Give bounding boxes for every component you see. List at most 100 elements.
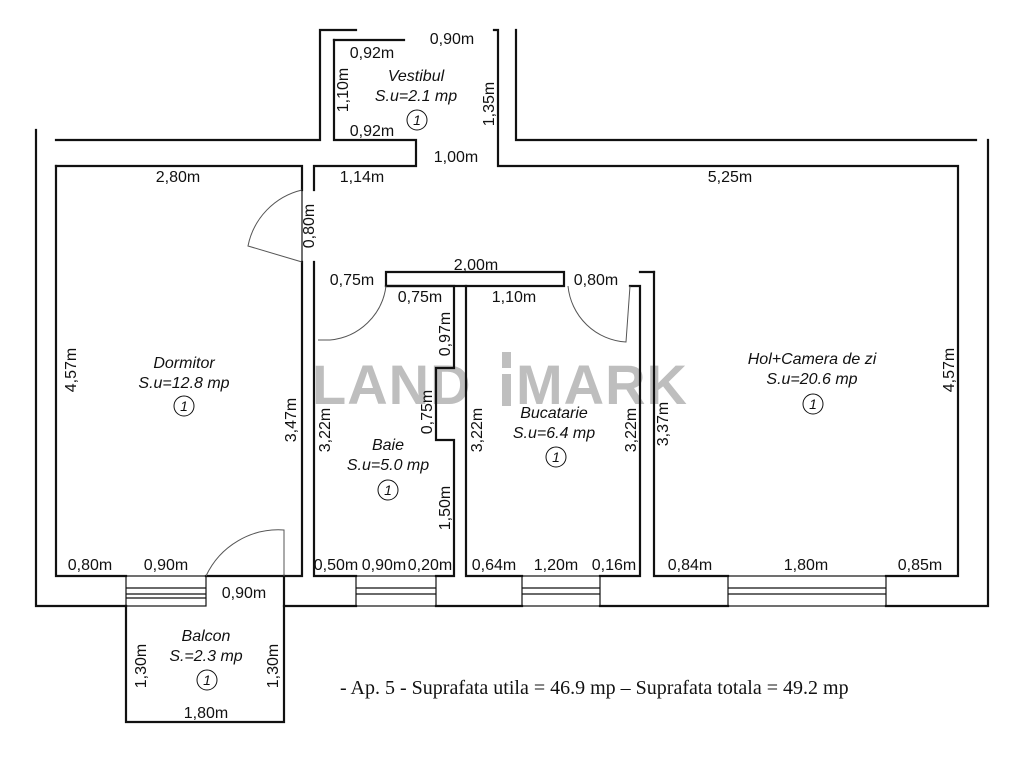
dim-label: 2,80m: [156, 169, 200, 186]
room-name: Dormitor: [153, 355, 215, 372]
room-name: Balcon: [182, 628, 231, 645]
wall-outer-right: [884, 138, 990, 608]
dim-label: 4,57m: [941, 348, 958, 392]
dim-label: 1,00m: [434, 149, 478, 166]
door-bucatarie: [567, 285, 631, 343]
room-name: Baie: [372, 437, 404, 454]
dimensions: 0,90m 0,92m 1,10m 0,92m 1,35m 1,00m 1,14…: [63, 31, 958, 722]
dim-label: 0,97m: [437, 312, 454, 356]
window-bucatarie: [521, 575, 601, 607]
room-area: S.u=5.0 mp: [347, 457, 429, 474]
room-number: 1: [180, 398, 188, 414]
wall-outer-top-right: [514, 28, 978, 142]
dim-label: 0,75m: [330, 272, 374, 289]
dim-label: 5,25m: [708, 169, 752, 186]
room-name: Hol+Camera de zi: [748, 351, 877, 368]
dim-label: 3,22m: [623, 408, 640, 452]
window-dormitor: [125, 575, 207, 607]
dim-label: 3,37m: [655, 402, 672, 446]
watermark-left: LAND: [312, 353, 472, 416]
room-name: Bucatarie: [520, 405, 588, 422]
wall-dormitor-top: [54, 164, 304, 192]
room-number-circle: [406, 109, 428, 131]
room-vestibul: Vestibul S.u=2.1 mp 1: [375, 68, 457, 131]
room-area: S.u=6.4 mp: [513, 425, 595, 442]
room-name: Vestibul: [388, 68, 445, 85]
watermark-bar: [502, 374, 511, 406]
window-hol: [727, 575, 887, 607]
dim-label: 0,75m: [419, 390, 436, 434]
dim-label: 0,16m: [592, 557, 636, 574]
room-number: 1: [384, 482, 392, 498]
room-area: S.u=12.8 mp: [138, 375, 229, 392]
wall-baie-right: [384, 284, 456, 578]
dim-label: 0,75m: [398, 289, 442, 306]
wall-vestibul-right: [492, 28, 960, 578]
dim-label: 0,90m: [362, 557, 406, 574]
door-baie: [318, 285, 387, 341]
dim-label: 1,20m: [534, 557, 578, 574]
doors: [205, 189, 631, 577]
door-dormitor: [247, 189, 303, 263]
dim-label: 1,30m: [265, 644, 282, 688]
wall-bottom-1: [282, 574, 358, 608]
room-number-circle: [173, 395, 195, 417]
wall-vestibul-left: [312, 38, 418, 192]
watermark: LAND MARK: [312, 352, 688, 416]
room-number-circle: [196, 669, 218, 691]
dim-label: 0,85m: [898, 557, 942, 574]
wall-buc-left: [464, 284, 524, 578]
dim-label: 1,80m: [784, 557, 828, 574]
wall-balcon: [124, 604, 286, 724]
dim-label: 1,14m: [340, 169, 384, 186]
dim-label: 0,90m: [144, 557, 188, 574]
room-bucatarie: Bucatarie S.u=6.4 mp 1: [513, 405, 595, 468]
dim-label: 0,80m: [68, 557, 112, 574]
wall-buc-right: [598, 284, 642, 578]
room-number-circle: [545, 446, 567, 468]
wall-hol-left: [652, 270, 730, 578]
watermark-right: MARK: [516, 353, 688, 416]
wall-dorm-right: [204, 260, 304, 578]
wall-kitchen-top: [384, 270, 566, 288]
room-area: S.u=2.1 mp: [375, 88, 457, 105]
dim-label: 0,20m: [408, 557, 452, 574]
dim-label: 1,80m: [184, 705, 228, 722]
dim-label: 0,80m: [301, 204, 318, 248]
door-balcon: [205, 529, 285, 577]
dim-label: 2,00m: [454, 257, 498, 274]
room-number: 1: [413, 112, 421, 128]
room-dormitor: Dormitor S.u=12.8 mp 1: [138, 355, 230, 417]
dim-label: 3,22m: [317, 408, 334, 452]
window-baie: [355, 575, 437, 607]
dim-label: 3,47m: [283, 398, 300, 442]
dim-label: 4,57m: [63, 348, 80, 392]
dim-label: 0,90m: [430, 31, 474, 48]
dim-label: 1,35m: [481, 82, 498, 126]
windows: [125, 575, 887, 607]
room-area: S.=2.3 mp: [169, 648, 242, 665]
wall-outer-top-left: [54, 28, 358, 142]
room-area: S.u=20.6 mp: [766, 371, 857, 388]
room-balcon: Balcon S.=2.3 mp 1: [169, 628, 243, 691]
dim-label: 0,90m: [222, 585, 266, 602]
dim-label: 0,92m: [350, 123, 394, 140]
dim-label: 3,22m: [469, 408, 486, 452]
room-number: 1: [809, 396, 817, 412]
room-number: 1: [203, 672, 211, 688]
dim-label: 1,30m: [133, 644, 150, 688]
dim-label: 0,84m: [668, 557, 712, 574]
room-number-circle: [377, 479, 399, 501]
watermark-bar: [502, 352, 511, 368]
dim-label: 0,64m: [472, 557, 516, 574]
room-baie: Baie S.u=5.0 mp 1: [347, 437, 429, 501]
room-hol: Hol+Camera de zi S.u=20.6 mp 1: [748, 351, 877, 415]
dim-label: 0,80m: [574, 272, 618, 289]
wall-dormitor-inner: [54, 164, 128, 578]
dim-label: 1,50m: [437, 486, 454, 530]
area-summary: - Ap. 5 - Suprafata utila = 46.9 mp – Su…: [340, 677, 849, 699]
wall-baie-left: [312, 260, 358, 578]
dim-label: 1,10m: [492, 289, 536, 306]
dim-label: 0,50m: [314, 557, 358, 574]
